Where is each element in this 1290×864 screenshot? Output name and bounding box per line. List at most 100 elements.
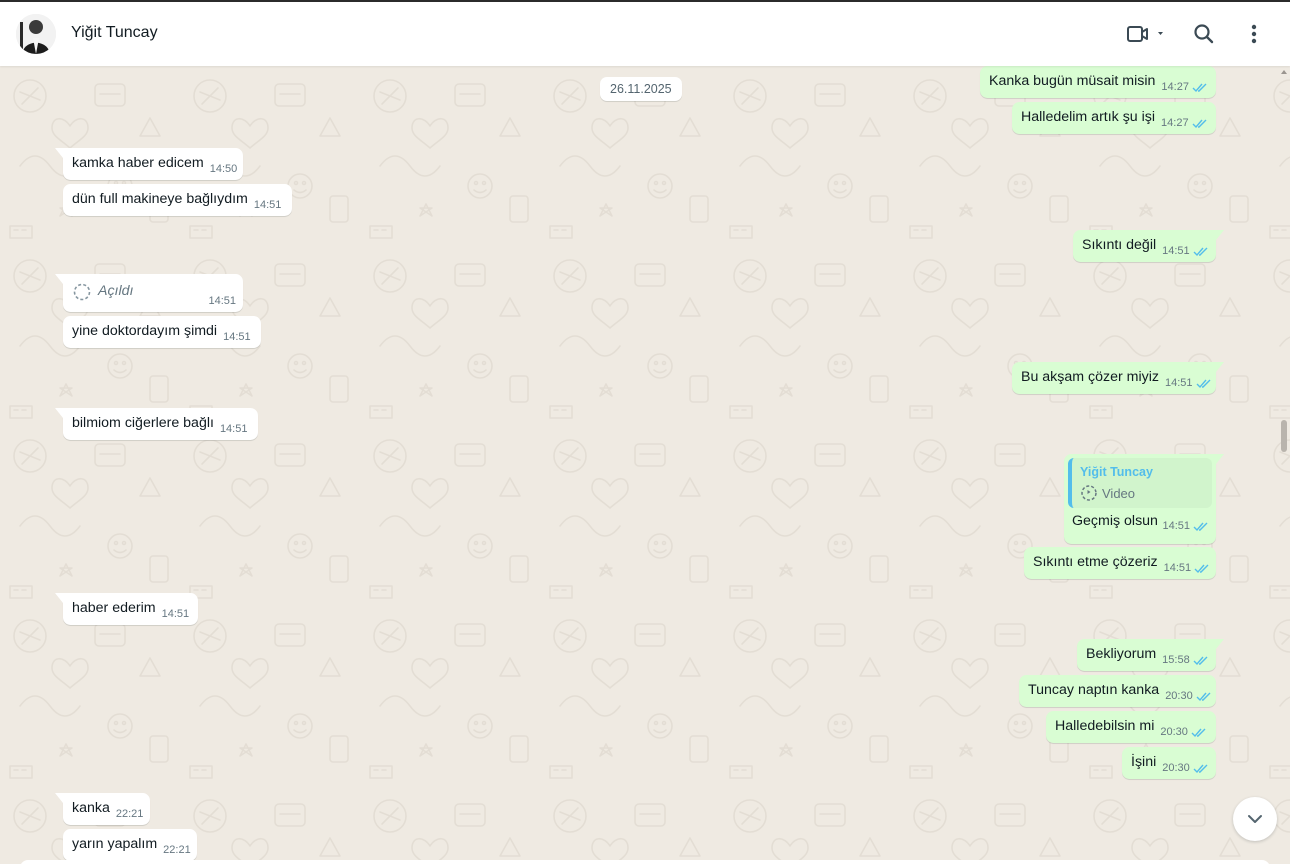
message-text: Bekliyorum — [1086, 646, 1157, 662]
message-meta: 22:21 — [163, 843, 191, 857]
scroll-up-arrow[interactable] — [1281, 70, 1287, 74]
message-meta: 20:30 — [1165, 689, 1212, 703]
message-outgoing[interactable]: Halledebilsin mi 20:30 — [1046, 711, 1216, 743]
chat-header: Yiğit Tuncay — [0, 2, 1290, 66]
message-meta: 14:51 — [1164, 561, 1211, 575]
message-meta: 15:58 — [1162, 653, 1209, 667]
message-text: Sıkıntı etme çözeriz — [1033, 554, 1158, 570]
message-time: 14:27 — [1161, 81, 1189, 93]
view-once-opened-icon — [73, 283, 91, 301]
quoted-author: Yiğit Tuncay — [1080, 465, 1153, 479]
avatar[interactable] — [16, 14, 56, 54]
read-ticks-icon — [1193, 656, 1208, 665]
quoted-text: Video — [1102, 485, 1136, 501]
message-text: Sıkıntı değil — [1082, 237, 1157, 253]
message-outgoing[interactable]: Bekliyorum 15:58 — [1077, 639, 1224, 671]
message-outgoing[interactable]: Kanka bugün müsait misin 14:27 — [980, 66, 1216, 98]
message-meta: 20:30 — [1162, 761, 1209, 775]
message-text: kanka — [72, 800, 110, 816]
message-meta: 14:27 — [1161, 116, 1208, 130]
video-camera-icon — [1127, 26, 1163, 42]
message-meta: 14:51 — [1165, 376, 1212, 390]
chat-scrollbar[interactable] — [1280, 70, 1288, 864]
message-text: Tuncay naptın kanka — [1028, 682, 1160, 698]
message-time: 14:27 — [1161, 117, 1189, 129]
contact-name[interactable]: Yiğit Tuncay — [71, 24, 158, 41]
message-outgoing-reply[interactable]: Yiğit Tuncay Video Geçmiş olsun 14:51 — [1064, 454, 1224, 544]
message-meta: 14:51 — [1162, 244, 1209, 258]
message-time: 14:51 — [223, 331, 251, 343]
message-outgoing[interactable]: Sıkıntı etme çözeriz 14:51 — [1024, 547, 1216, 579]
message-time: 15:58 — [1162, 654, 1190, 666]
message-incoming[interactable]: kamka haber edicem 14:50 — [55, 148, 243, 180]
message-meta: 14:51 — [220, 422, 248, 436]
read-ticks-icon — [1196, 692, 1211, 701]
read-ticks-icon — [1193, 764, 1208, 773]
message-meta: 14:51 — [208, 294, 236, 308]
read-ticks-icon — [1193, 522, 1208, 531]
read-ticks-icon — [1192, 83, 1207, 92]
message-incoming[interactable]: haber ederim 14:51 — [55, 593, 198, 625]
search-button[interactable] — [1186, 16, 1222, 52]
message-time: 14:51 — [253, 199, 282, 211]
message-time: 14:51 — [161, 608, 190, 620]
read-ticks-icon — [1192, 119, 1207, 128]
message-text: İşini — [1131, 754, 1157, 770]
read-ticks-icon — [1196, 379, 1210, 388]
message-incoming[interactable]: yarın yapalım 22:21 — [63, 829, 197, 861]
message-time: 14:51 — [1163, 562, 1192, 574]
message-text: Açıldı — [98, 283, 134, 299]
message-text: yine doktordayım şimdi — [72, 323, 218, 339]
message-text: yarın yapalım — [72, 836, 158, 852]
message-list[interactable]: 26.11.2025 Kanka bugün müsait misin 14:2… — [0, 66, 1290, 864]
message-time: 20:30 — [1162, 762, 1190, 774]
message-time: 22:21 — [163, 844, 191, 856]
message-text: Geçmiş olsun — [1072, 513, 1158, 529]
message-text: Kanka bugün müsait misin — [989, 73, 1156, 89]
message-outgoing[interactable]: Tuncay naptın kanka 20:30 — [1019, 675, 1216, 707]
reply-text-row: Geçmiş olsun 14:51 — [1064, 512, 1216, 540]
message-outgoing[interactable]: Sıkıntı değil 14:51 — [1073, 230, 1224, 262]
message-text: haber ederim — [72, 600, 156, 616]
message-text: Bu akşam çözer miyiz — [1021, 369, 1159, 385]
message-time: 14:51 — [1162, 520, 1190, 532]
read-ticks-icon — [1191, 728, 1206, 737]
quoted-message[interactable]: Yiğit Tuncay Video — [1068, 458, 1212, 508]
scroll-to-bottom-button[interactable] — [1233, 797, 1277, 841]
message-incoming[interactable]: yine doktordayım şimdi 14:51 — [63, 316, 261, 348]
message-time: 14:50 — [209, 163, 238, 175]
message-composer[interactable] — [20, 860, 1270, 864]
menu-button[interactable] — [1236, 16, 1272, 52]
message-meta: 14:50 — [210, 162, 238, 176]
message-meta: 14:27 — [1161, 80, 1208, 94]
message-time: 22:21 — [115, 808, 144, 820]
message-text: kamka haber edicem — [72, 155, 204, 171]
message-incoming[interactable]: kanka 22:21 — [55, 793, 150, 825]
message-time: 20:30 — [1165, 690, 1193, 702]
message-text: bilmiom ciğerlere bağlı — [72, 415, 214, 431]
date-separator: 26.11.2025 — [600, 77, 682, 101]
message-text: Halledebilsin mi — [1055, 718, 1155, 734]
message-text: dün full makineye bağlıydım — [72, 191, 248, 207]
message-incoming-view-once[interactable]: Açıldı 14:51 — [55, 274, 243, 312]
message-time: 20:30 — [1160, 726, 1188, 738]
message-meta: 14:51 — [254, 198, 282, 212]
view-once-video-icon — [1081, 485, 1097, 501]
video-call-button[interactable] — [1118, 16, 1174, 52]
message-time: 14:51 — [1162, 245, 1190, 257]
read-ticks-icon — [1194, 564, 1209, 573]
message-outgoing[interactable]: Bu akşam çözer miyiz 14:51 — [1012, 362, 1224, 394]
avatar-photo-icon — [16, 14, 56, 54]
message-outgoing[interactable]: Halledelim artık şu işi 14:27 — [1012, 102, 1216, 134]
scroll-thumb[interactable] — [1281, 420, 1287, 452]
message-outgoing[interactable]: İşini 20:30 — [1122, 747, 1216, 779]
chevron-down-icon — [1248, 815, 1262, 823]
message-incoming[interactable]: bilmiom ciğerlere bağlı 14:51 — [55, 408, 258, 440]
message-text: Halledelim artık şu işi — [1021, 109, 1156, 125]
message-meta: 20:30 — [1160, 725, 1207, 739]
message-incoming[interactable]: dün full makineye bağlıydım 14:51 — [63, 184, 292, 216]
read-ticks-icon — [1193, 247, 1208, 256]
message-time: 14:51 — [208, 295, 236, 307]
message-time: 14:51 — [1164, 377, 1193, 389]
